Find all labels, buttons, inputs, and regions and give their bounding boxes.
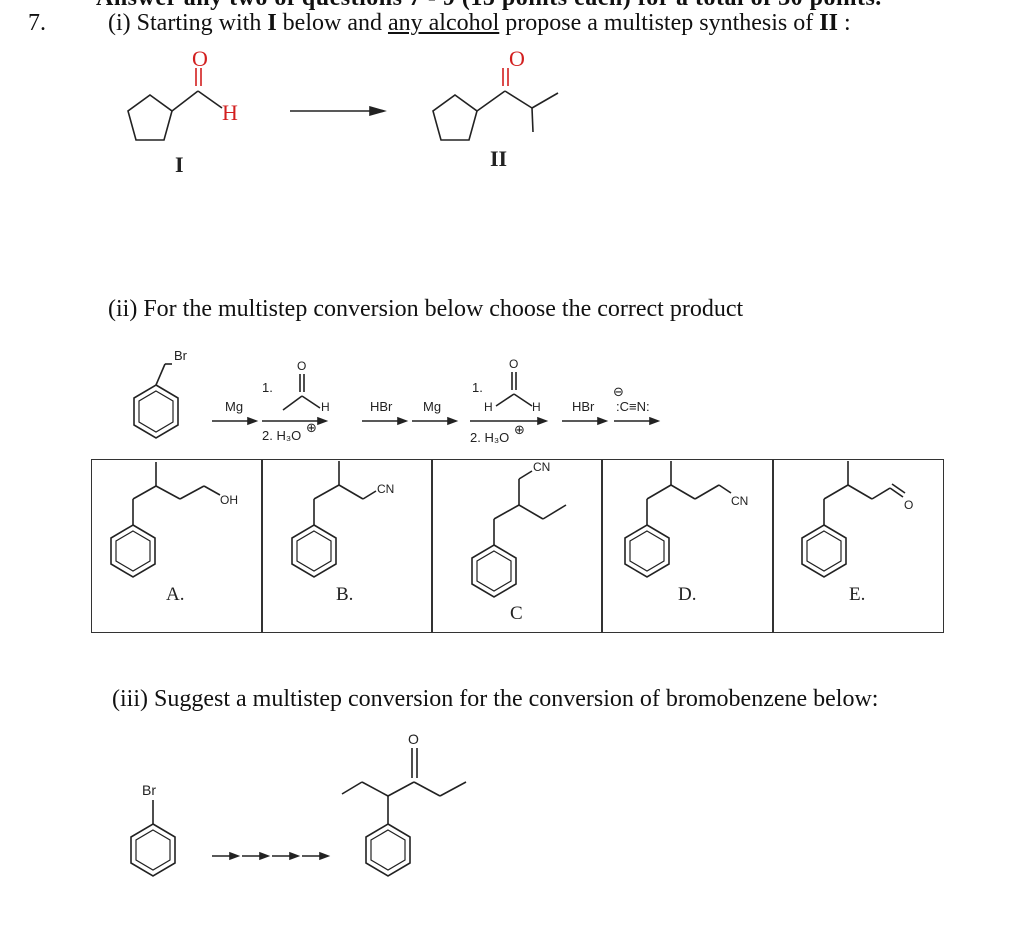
reagent-HBr-1: HBr [370,399,393,414]
choice-A[interactable]: OH A. [110,462,238,605]
part-i-start-label: I [267,10,277,36]
reagent-O-1: O [297,359,306,373]
minus-charge: ⊖ [613,384,624,399]
choice-B[interactable]: CN B. [291,461,394,605]
choice-B-label: B. [336,584,353,605]
top-cut-text: Answer any two of questions 7 - 9 (15 po… [96,0,882,12]
choice-D[interactable]: CN D. [624,461,748,605]
choice-divider-4 [772,459,774,633]
atom-O-iii: O [408,731,419,747]
reagent-water-1: 2. H₃O [262,428,301,443]
reagent-Mg-1: Mg [225,399,243,414]
part-iii-scheme: Br O [130,731,467,877]
reagent-HBr-2: HBr [572,399,595,414]
choice-C-group: CN [533,460,550,474]
plus-charge-1: ⊕ [306,420,317,435]
choice-divider-2 [431,459,433,633]
reagent-water-2: 2. H₃O [470,430,509,445]
part-iii-product: O [341,731,467,877]
reagent-H-2b: H [532,400,541,414]
part-i-heading: (i) Starting with I below and any alcoho… [108,10,851,37]
atom-Br-ii: Br [174,348,188,363]
choice-E[interactable]: O E. [801,461,913,605]
choice-C-label: C [510,603,523,624]
choice-E-label: E. [849,584,865,605]
reagent-cyanide: :C≡N: [616,399,650,414]
part-i-target-label: II [819,10,838,36]
part-i-scheme: O H I O II [127,46,559,177]
choice-E-group: O [904,498,913,512]
choice-D-label: D. [678,584,696,605]
choice-B-group: CN [377,482,394,496]
part-iii-heading: (iii) Suggest a multistep conversion for… [112,686,879,712]
label-II: II [490,146,507,171]
choice-C[interactable]: CN C [471,460,567,624]
reagent-O-2: O [509,357,518,371]
compound-II: O II [432,46,559,171]
label-I: I [175,152,184,177]
part-i-text-a: (i) Starting with [108,10,262,36]
compound-I: O H I [127,46,238,177]
choices-structures: OH A. CN B. CN C [110,460,913,624]
part-i-arrow [290,105,387,117]
atom-O-I: O [192,46,208,71]
atom-H-I: H [222,100,238,125]
reagent-num-1: 1. [262,380,273,395]
choice-divider-1 [261,459,263,633]
reagent-aldehyde-2: 1. O H H 2. H₃O ⊕ [470,357,549,445]
reagent-aldehyde-1: 1. O H 2. H₃O ⊕ [262,359,330,443]
reagent-num-2: 1. [472,380,483,395]
choice-A-group: OH [220,493,238,507]
part-ii-scheme: Br Mg 1. O H 2. H₃O ⊕ HBr Mg 1. [133,348,661,445]
part-iii-arrow [212,851,331,861]
benzyl-bromide: Br [133,348,188,439]
choice-divider-3 [601,459,603,633]
part-i-text-d: : [837,10,851,36]
choice-D-group: CN [731,494,748,508]
choices-table [91,459,944,633]
question-number: 7. [28,10,46,36]
reagent-H-1: H [321,400,330,414]
reagent-H-2a: H [484,400,493,414]
atom-O-II: O [509,46,525,71]
plus-charge-2: ⊕ [514,422,525,437]
reagent-Mg-2: Mg [423,399,441,414]
part-ii-heading: (ii) For the multistep conversion below … [108,296,744,322]
choice-A-label: A. [166,584,184,605]
part-i-underlined: any alcohol [387,10,500,36]
bromobenzene: Br [130,782,176,877]
atom-Br-iii: Br [142,782,156,798]
part-i-text-b: below and [276,10,388,36]
part-i-text-c: propose a multistep synthesis of [499,10,820,36]
